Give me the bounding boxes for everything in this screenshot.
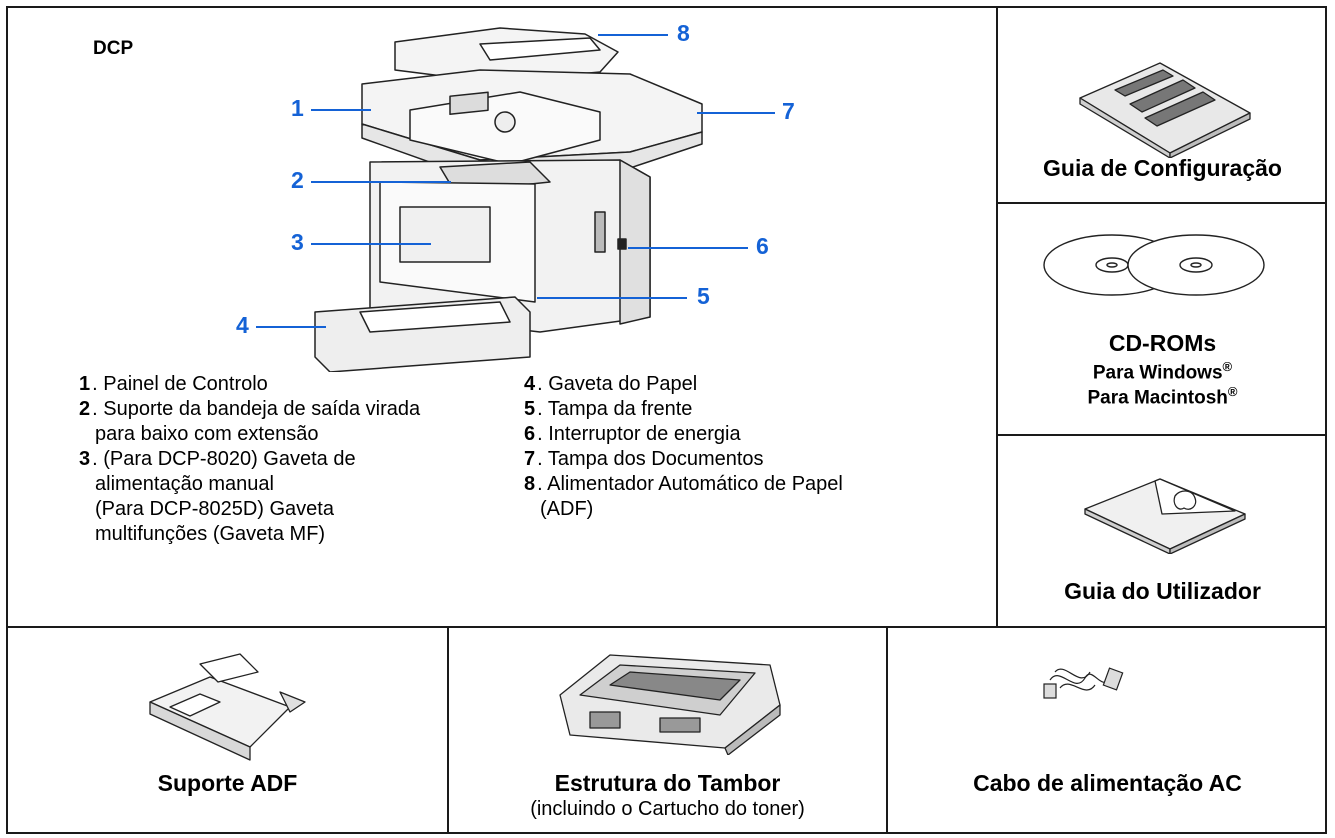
leader-1 [311,109,371,111]
callout-5: 5 [697,283,710,309]
divider-side-2 [996,434,1327,436]
leader-7 [697,112,775,114]
user-guide-caption: Guia do Utilizador [1064,578,1261,604]
leader-4 [256,326,326,328]
drum-unit-icon [559,654,781,755]
divider-bottom-1 [447,626,449,834]
setup-guide-booklet-icon [1079,62,1251,158]
cdroms-title: CD-ROMs [1108,330,1217,356]
part-item-3: 3. (Para DCP-8020) Gaveta de [79,448,356,470]
printer-illustration [314,27,703,372]
divider-bottom-2 [886,626,888,834]
leader-3 [311,243,431,245]
part-item-3-cont3: multifunções (Gaveta MF) [95,523,326,545]
leader-2 [311,181,451,183]
part-item-3-cont2: (Para DCP-8025D) Gaveta [95,498,334,520]
adf-support-caption: Suporte ADF [157,770,298,796]
callout-1: 1 [291,95,304,121]
leader-8 [598,34,668,36]
divider-side-1 [996,202,1327,204]
adf-support-icon [149,653,306,761]
callout-7: 7 [782,98,795,124]
part-item-3-cont: alimentação manual [95,473,274,495]
parts-list-left: 1. Painel de Controlo 2. Suporte da band… [79,372,539,547]
divider-vertical-main [996,6,998,627]
callout-8: 8 [677,20,690,46]
cd-windows-label: Para Windows® [1092,359,1233,384]
document-frame [6,6,1327,834]
power-cord-caption: Cabo de alimentação AC [973,770,1242,796]
part-item-8-cont: (ADF) [540,498,594,520]
drum-unit-subcaption: (incluindo o Cartucho do toner) [530,798,805,820]
divider-horizontal-main [6,626,1327,628]
callout-3: 3 [291,229,304,255]
part-item-2: 2. Suporte da bandeja de saída virada [79,398,421,420]
part-item-4: 4. Gaveta do Papel [524,373,698,395]
drum-unit-caption: Estrutura do Tambor [554,770,781,796]
parts-list-right: 4. Gaveta do Papel 5. Tampa da frente 6.… [524,372,984,522]
user-guide-booklet-icon [1084,478,1246,554]
part-item-1: 1. Painel de Controlo [79,373,268,395]
leader-5 [537,297,687,299]
callout-2: 2 [291,167,304,193]
callout-6: 6 [756,233,769,259]
part-item-8: 8. Alimentador Automático de Papel [524,473,843,495]
part-item-7: 7. Tampa dos Documentos [524,448,764,470]
cd-rom-icon [1043,234,1265,296]
setup-guide-caption: Guia de Configuração [1043,155,1282,181]
model-label: DCP [93,38,134,59]
part-item-2-cont: para baixo com extensão [95,423,319,445]
part-item-6: 6. Interruptor de energia [524,423,741,445]
cd-mac-label: Para Macintosh® [1087,384,1238,409]
power-cord-icon [1043,667,1124,699]
part-item-5: 5. Tampa da frente [524,398,693,420]
callout-4: 4 [236,312,249,338]
leader-6 [628,247,748,249]
